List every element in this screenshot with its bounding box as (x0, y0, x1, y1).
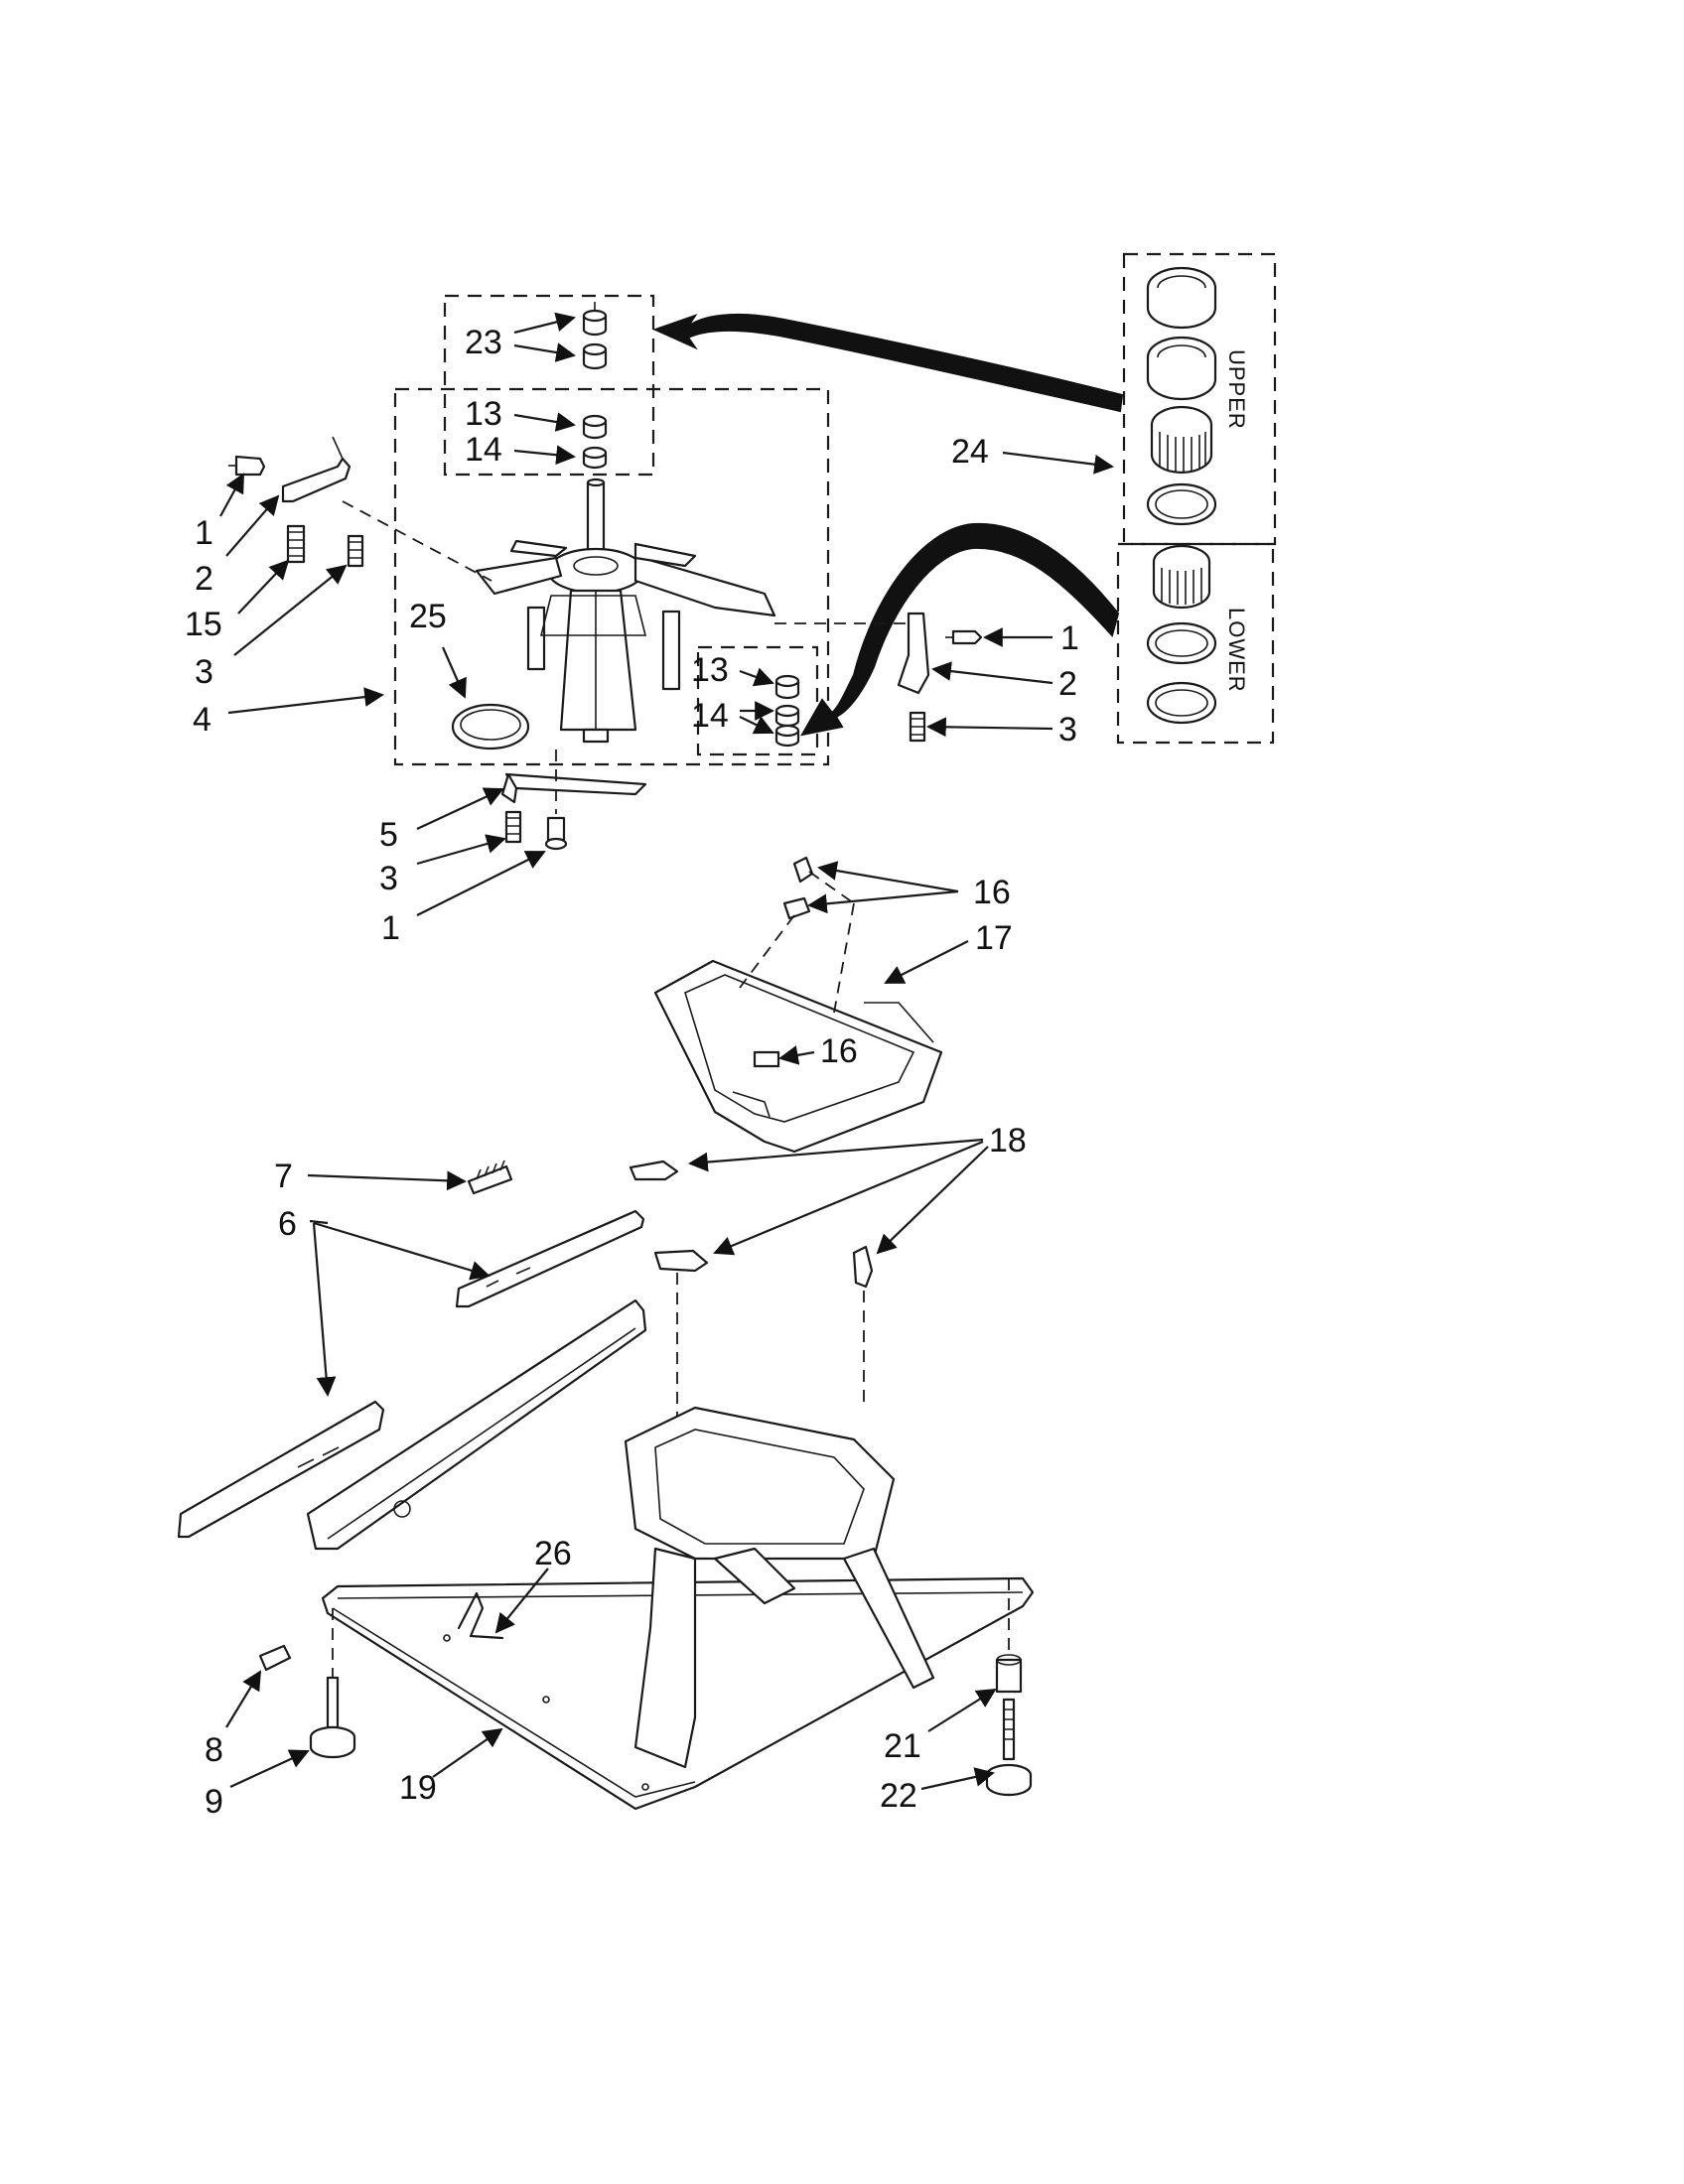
lower-kit-box (1116, 542, 1275, 745)
callout-3-left: 3 (195, 653, 213, 691)
callout-26: 26 (534, 1535, 572, 1572)
callout-16-top: 16 (973, 874, 1011, 911)
suspension-base-assembly (475, 478, 776, 744)
ring-seal (451, 703, 530, 751)
callout-2-right: 2 (1058, 665, 1077, 703)
callout-8: 8 (205, 1731, 223, 1769)
callout-16-mid: 16 (820, 1032, 858, 1070)
base-frame-19 (306, 1298, 1035, 1811)
callout-17: 17 (975, 919, 1013, 957)
callout-6: 6 (278, 1205, 297, 1243)
callout-25: 25 (409, 598, 447, 635)
callout-5: 5 (379, 816, 398, 854)
callout-7: 7 (274, 1158, 293, 1195)
lower-kit-label: LOWER (1224, 608, 1249, 693)
left-bracket-group (228, 436, 492, 582)
lower-bearings (774, 674, 800, 748)
tub-ring-assembly (653, 856, 943, 1154)
callout-4: 4 (193, 701, 211, 739)
callout-1-right: 1 (1060, 619, 1079, 657)
kit-pointer-arrow-lower (800, 522, 1120, 737)
callout-1-left: 1 (195, 514, 213, 552)
callout-3-lower: 3 (379, 860, 398, 897)
upper-kit-label: UPPER (1224, 349, 1249, 430)
lower-kit-parts (1146, 544, 1217, 725)
lower-bracket-group (500, 750, 647, 851)
callout-19: 19 (399, 1769, 437, 1807)
callout-1-lower: 1 (381, 909, 400, 947)
spring-7 (467, 1160, 513, 1195)
lower-bearing-box (696, 645, 819, 756)
callout-23: 23 (465, 324, 502, 361)
bearing-kit-box (443, 294, 655, 477)
callout-2-left: 2 (195, 560, 213, 598)
callout-9: 9 (205, 1783, 223, 1821)
callout-13-lower: 13 (691, 651, 729, 689)
leader-lines (219, 312, 1114, 1791)
callout-18: 18 (989, 1122, 1027, 1160)
left-leveling-leg (258, 1608, 356, 1759)
upper-kit-parts (1146, 266, 1217, 526)
right-leveling-leg (985, 1578, 1033, 1797)
clip-26 (457, 1591, 504, 1640)
callout-21: 21 (884, 1727, 921, 1765)
right-bracket-group (774, 612, 983, 743)
callout-22: 22 (880, 1777, 917, 1815)
callout-13-upper: 13 (465, 395, 502, 433)
callout-3-right: 3 (1058, 711, 1077, 749)
braces-6 (177, 1209, 645, 1539)
clips-18 (629, 1160, 874, 1420)
callout-14-upper: 14 (465, 431, 502, 469)
callout-14-lower: 14 (691, 697, 729, 735)
callout-numbers: 23 13 14 1 2 15 3 4 25 13 14 1 2 3 24 5 … (185, 324, 1079, 1821)
kit-pointer-arrow-upper (652, 313, 1124, 413)
bearing-stack (582, 302, 608, 470)
callout-24: 24 (951, 433, 989, 471)
suspension-assembly-box (393, 387, 830, 766)
callout-15: 15 (185, 606, 222, 643)
